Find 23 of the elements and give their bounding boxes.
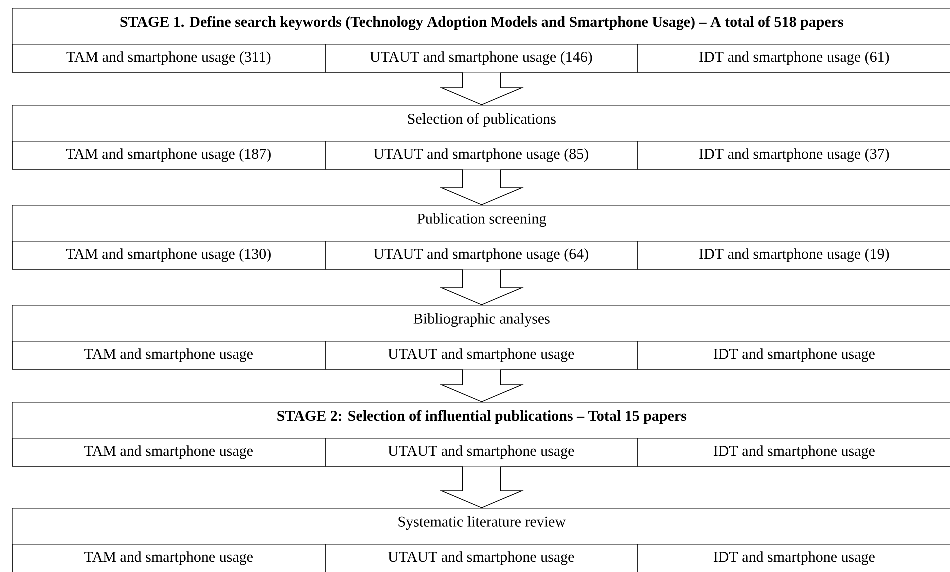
table-cell: TAM and smartphone usage [12, 438, 326, 467]
table-cell: TAM and smartphone usage (311) [12, 44, 326, 73]
table-cell: TAM and smartphone usage (130) [12, 241, 326, 270]
table-cell: UTAUT and smartphone usage [325, 438, 638, 467]
table-cell: TAM and smartphone usage (187) [12, 141, 326, 170]
table-cell: IDT and smartphone usage (37) [637, 141, 950, 170]
table-cell: UTAUT and smartphone usage (64) [325, 241, 638, 270]
table-cell: IDT and smartphone usage [637, 544, 950, 572]
table-cell: IDT and smartphone usage [637, 341, 950, 370]
table-cell: UTAUT and smartphone usage [325, 341, 638, 370]
table-cell: UTAUT and smartphone usage [325, 544, 638, 572]
block-arrow [440, 269, 524, 306]
block-arrow [440, 369, 524, 402]
table-cell: TAM and smartphone usage [12, 544, 326, 572]
table-cell: UTAUT and smartphone usage (85) [325, 141, 638, 170]
block-arrow [440, 169, 524, 206]
table-cell: IDT and smartphone usage (19) [637, 241, 950, 270]
table-cell: IDT and smartphone usage [637, 438, 950, 467]
table-cell: UTAUT and smartphone usage (146) [325, 44, 638, 73]
table-cell: TAM and smartphone usage [12, 341, 326, 370]
block-arrow [440, 72, 524, 106]
block-arrow [440, 466, 524, 508]
table-cell: IDT and smartphone usage (61) [637, 44, 950, 73]
